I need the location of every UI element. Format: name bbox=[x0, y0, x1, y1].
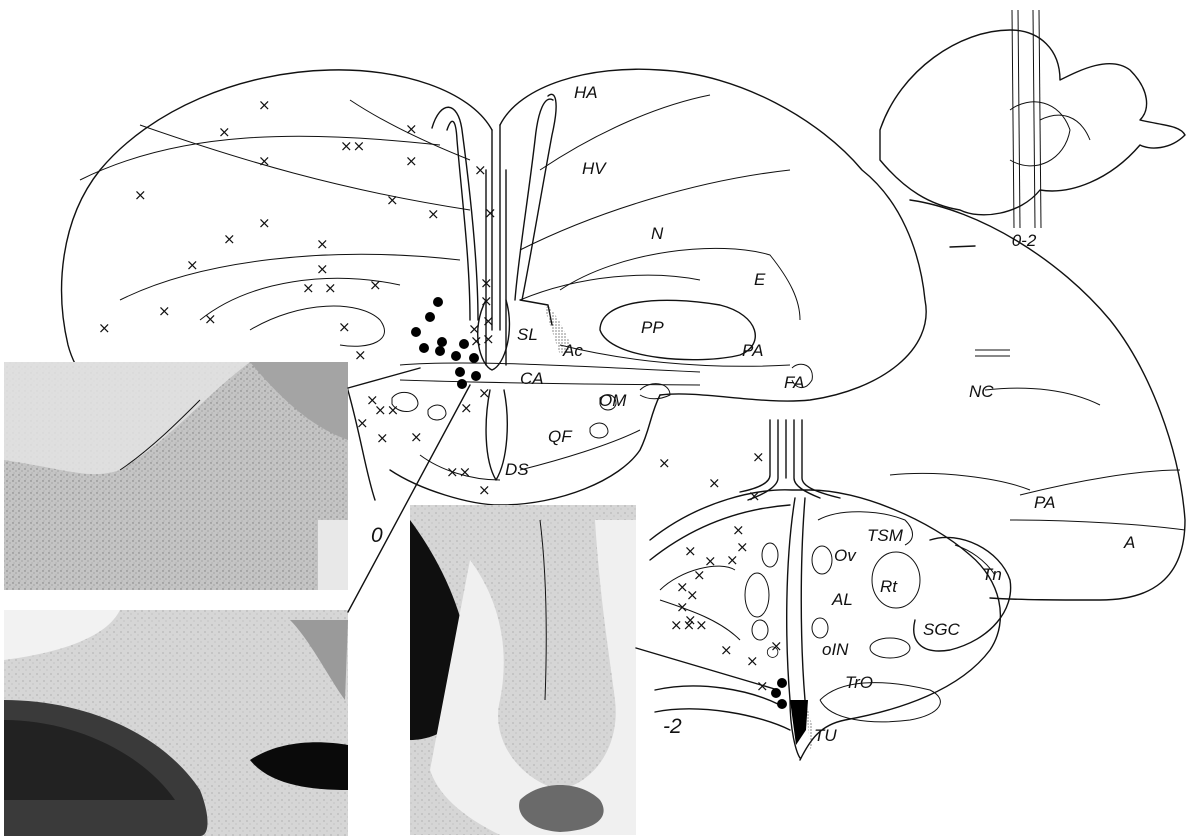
svg-text:×: × bbox=[223, 230, 236, 248]
label-Rt: Rt bbox=[880, 577, 898, 596]
svg-text:××: ×× bbox=[374, 401, 399, 419]
label-TrO: TrO bbox=[845, 673, 873, 692]
label-OM: OM bbox=[599, 391, 627, 410]
svg-text:×: × bbox=[736, 538, 749, 556]
svg-text:×: × bbox=[478, 384, 491, 402]
plane-label-0: 0 bbox=[371, 524, 383, 547]
svg-text:×: × bbox=[704, 552, 717, 570]
label-TU: TU bbox=[814, 726, 837, 745]
label-N: N bbox=[651, 224, 664, 243]
label-PA-lower: PA bbox=[1034, 493, 1055, 512]
label-Ac: Ac bbox=[562, 341, 583, 360]
svg-text:×: × bbox=[218, 123, 231, 141]
micrograph-panel-center bbox=[410, 505, 636, 835]
svg-text:×: × bbox=[470, 332, 483, 350]
label-HV: HV bbox=[582, 159, 607, 178]
svg-text:×: × bbox=[480, 274, 493, 292]
svg-text:×: × bbox=[258, 152, 271, 170]
svg-text:×: × bbox=[186, 256, 199, 274]
label-TSM: TSM bbox=[867, 526, 904, 545]
svg-text:×: × bbox=[478, 481, 491, 499]
svg-text:×: × bbox=[316, 260, 329, 278]
label-oIN: oIN bbox=[822, 640, 849, 659]
svg-text:○: ○ bbox=[766, 642, 779, 660]
svg-text:×: × bbox=[369, 276, 382, 294]
label-E: E bbox=[754, 270, 766, 289]
svg-text:×××: ××× bbox=[670, 616, 708, 634]
svg-text:×: × bbox=[756, 677, 769, 695]
svg-text:×: × bbox=[482, 330, 495, 348]
svg-text:×: × bbox=[405, 120, 418, 138]
svg-text:×: × bbox=[386, 191, 399, 209]
svg-text:××: ×× bbox=[446, 463, 471, 481]
label-NC: NC bbox=[969, 382, 994, 401]
label-CA: CA bbox=[520, 369, 544, 388]
svg-text:×: × bbox=[410, 428, 423, 446]
svg-text:×: × bbox=[693, 566, 706, 584]
label-SL: SL bbox=[517, 325, 538, 344]
svg-text:×: × bbox=[427, 205, 440, 223]
plane-label-minus-2: -2 bbox=[663, 715, 682, 738]
svg-text:×: × bbox=[480, 292, 493, 310]
svg-text:×: × bbox=[354, 346, 367, 364]
label-PP: PP bbox=[641, 318, 664, 337]
label-Tn: Tn bbox=[982, 565, 1002, 584]
svg-text:×: × bbox=[484, 204, 497, 222]
svg-text:×: × bbox=[98, 319, 111, 337]
svg-text:×: × bbox=[302, 279, 315, 297]
label-FA: FA bbox=[784, 373, 804, 392]
label-Ov: Ov bbox=[834, 546, 857, 565]
micrograph-panel-top-left bbox=[4, 362, 348, 590]
brain-overview-inset: 0-2 bbox=[880, 10, 1185, 250]
svg-text:×: × bbox=[338, 318, 351, 336]
label-PA: PA bbox=[742, 341, 763, 360]
svg-text:×: × bbox=[708, 474, 721, 492]
svg-text:×: × bbox=[732, 521, 745, 539]
svg-text:×: × bbox=[405, 152, 418, 170]
svg-text:×: × bbox=[720, 641, 733, 659]
svg-text:×: × bbox=[460, 399, 473, 417]
svg-text:×: × bbox=[474, 161, 487, 179]
svg-text:×: × bbox=[748, 487, 761, 505]
svg-text:×: × bbox=[746, 652, 759, 670]
svg-text:×: × bbox=[134, 186, 147, 204]
svg-text:×: × bbox=[258, 214, 271, 232]
inset-plane-label: 0-2 bbox=[1012, 231, 1037, 250]
svg-text:×: × bbox=[324, 279, 337, 297]
svg-text:×: × bbox=[684, 542, 697, 560]
svg-text:××: ×× bbox=[340, 137, 365, 155]
svg-text:×: × bbox=[356, 414, 369, 432]
label-QF: QF bbox=[548, 427, 573, 446]
svg-text:×: × bbox=[752, 448, 765, 466]
label-DS: DS bbox=[505, 460, 529, 479]
svg-text:×: × bbox=[204, 310, 217, 328]
label-AL: AL bbox=[831, 590, 853, 609]
label-HA: HA bbox=[574, 83, 598, 102]
svg-text:×: × bbox=[658, 454, 671, 472]
svg-text:×: × bbox=[482, 312, 495, 330]
label-SGC: SGC bbox=[923, 620, 961, 639]
svg-text:×: × bbox=[376, 429, 389, 447]
svg-text:×: × bbox=[258, 96, 271, 114]
connector-line-top bbox=[348, 368, 420, 388]
svg-text:×: × bbox=[316, 235, 329, 253]
label-A: A bbox=[1123, 533, 1135, 552]
svg-text:×: × bbox=[158, 302, 171, 320]
micrograph-panel-bottom-left bbox=[4, 610, 348, 836]
